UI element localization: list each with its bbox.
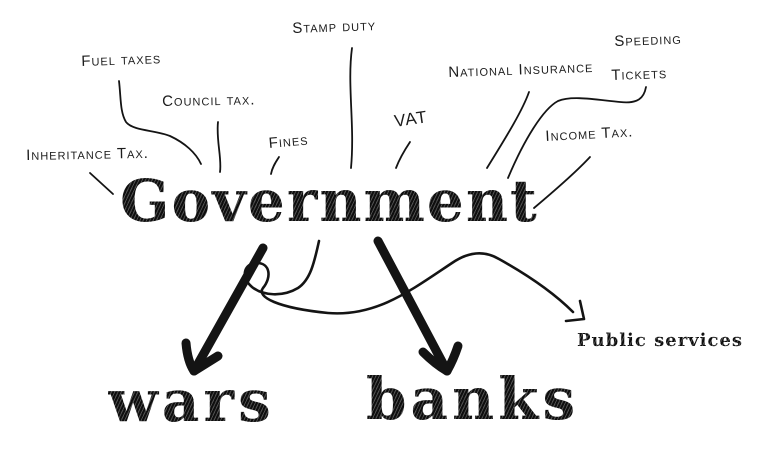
label-stamp-duty: Stamp duty [292,17,377,37]
arrow-to-banks-shaft [373,236,452,376]
arrow-to-wars-shaft [189,243,268,376]
connector-income-tax [533,156,591,209]
wars-node: wars [108,367,275,435]
label-national-insurance: National Insurance [448,58,594,81]
connector-stamp-duty [349,47,354,169]
arrow-to-public-services-head [564,299,586,323]
label-inheritance-tax: Inheritance Tax. [26,144,150,164]
label-income-tax: Income Tax. [545,123,634,145]
connector-vat [395,141,411,169]
label-council-tax: Council tax. [162,91,256,110]
label-speeding-tickets-line2: Tickets [611,65,668,84]
label-vat: VAT [393,107,429,131]
connector-national-insurance [486,91,530,169]
government-node: Government [120,167,539,235]
arrow-to-public-services [243,239,575,315]
label-speeding-tickets-line1: Speeding [614,30,683,50]
public-services-node: Public services [577,330,744,351]
label-fines: Fines [268,131,310,152]
label-fuel-taxes: Fuel taxes [81,50,162,70]
connector-inheritance-tax [89,172,114,195]
banks-node: banks [366,365,580,433]
connector-council-tax [216,121,222,173]
